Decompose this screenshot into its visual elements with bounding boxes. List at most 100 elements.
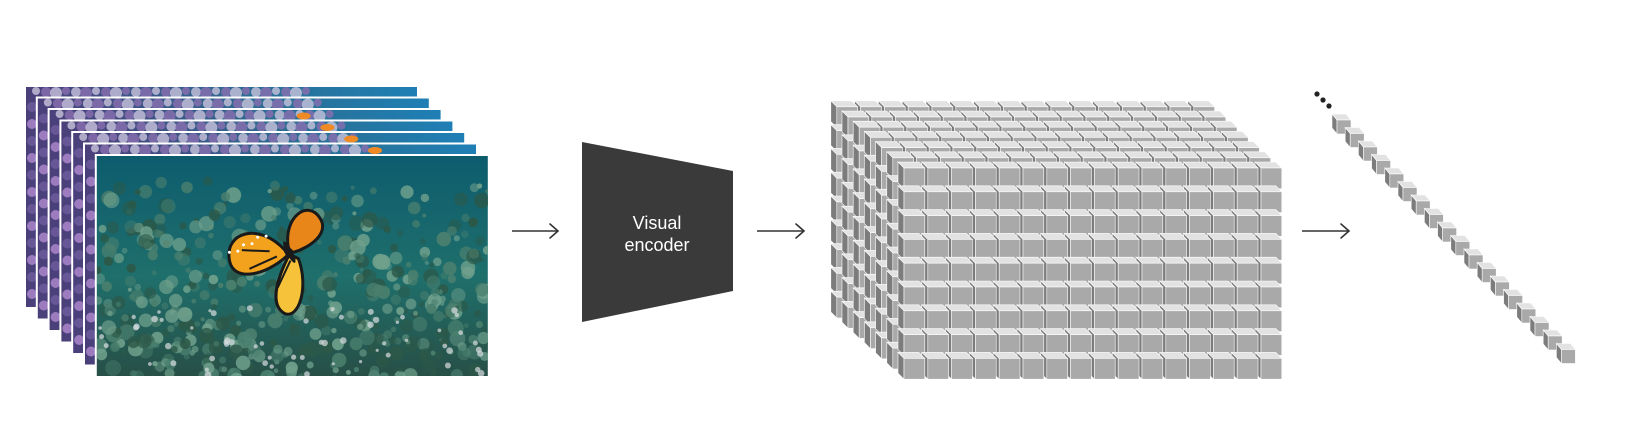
ellipsis-dot [1320,97,1326,103]
token-cube [1040,185,1069,214]
token-cube [1063,208,1093,238]
token-cube [1111,232,1140,261]
token-cube [1182,304,1212,333]
token-cube [1135,232,1164,261]
butterfly-icon [227,208,324,316]
token-cube [1182,327,1212,357]
token-cube [1206,232,1235,261]
token-cube [992,256,1021,285]
visual-encoder-block: Visual encoder [582,142,733,322]
token-cube [1111,304,1140,333]
token-cube [1016,327,1045,357]
sequence-token-cube [1450,234,1471,257]
token-cube [1182,161,1212,190]
token-cube [921,208,950,238]
token-cube [992,327,1021,357]
token-cube [992,351,1021,380]
token-cube [968,327,997,357]
token-cube [1087,185,1116,214]
token-cube [1040,232,1069,261]
token-cube [1087,161,1116,190]
token-cube [1063,161,1093,190]
token-cube [1063,185,1093,214]
token-cube [1087,256,1116,285]
video-frame-stack [24,85,490,378]
token-cube [897,351,926,380]
token-cube [1206,280,1235,309]
token-cube [1040,304,1069,333]
token-cube [1087,232,1116,261]
token-cube [944,208,974,238]
sequence-token-cube [1357,140,1379,162]
token-cube [921,232,950,261]
token-cube [1206,327,1235,357]
token-cube [1159,327,1188,357]
token-cube [1159,208,1188,238]
token-cube [1159,185,1188,214]
token-cube [1087,304,1116,333]
token-cube [992,280,1021,309]
token-cube [1206,208,1235,238]
token-cube [897,256,926,285]
token-cube [921,280,950,309]
spatiotemporal-token-grid [830,100,1283,380]
token-cube [1040,161,1069,190]
token-cube [944,280,974,309]
token-cube [1182,280,1212,309]
token-cube [992,208,1021,238]
token-cube [1135,304,1164,333]
token-cube [944,256,974,285]
token-cube [1159,280,1188,309]
token-cube [921,351,950,380]
token-cube [897,280,926,309]
token-cube [1254,185,1283,214]
token-cube [1040,256,1069,285]
token-cube [1206,161,1235,190]
token-cube [1254,161,1283,190]
token-cube [1040,351,1069,380]
token-cube [1254,208,1283,238]
token-cube [1230,208,1259,238]
token-cube [1087,208,1116,238]
token-cube [1230,256,1259,285]
token-cube [968,208,997,238]
token-cube [944,232,974,261]
sequence-token-cube [1555,342,1577,365]
ellipsis-dot [1314,91,1320,97]
token-cube [1016,351,1045,380]
token-cube [1182,351,1212,380]
sequence-token-cube [1502,288,1524,311]
token-cube [1135,327,1164,357]
token-cube [1016,280,1045,309]
sequence-token-cube [1529,315,1550,338]
token-cube [1016,208,1045,238]
token-cube [1159,351,1188,380]
token-cube [1254,327,1283,357]
token-cube [1063,304,1093,333]
token-cube [1206,185,1235,214]
token-cube [968,256,997,285]
token-cube [1159,256,1188,285]
token-cube [1040,327,1069,357]
token-cube [897,304,926,333]
token-cube [1230,351,1259,380]
token-cube [1230,232,1259,261]
token-cube [1111,327,1140,357]
token-cube [1016,232,1045,261]
token-cube [1111,208,1140,238]
token-cube [1040,208,1069,238]
token-cube [944,185,974,214]
token-cube [897,161,926,190]
sequence-token-cube [1542,329,1563,351]
token-cube [1254,351,1283,380]
token-cube [944,351,974,380]
token-cube [921,161,950,190]
token-cube [1063,351,1093,380]
token-cube [1063,232,1093,261]
token-cube [1230,280,1259,309]
token-cube [1135,161,1164,190]
token-cube [921,256,950,285]
token-cube [1230,161,1259,190]
ellipsis-dot [1326,103,1332,109]
